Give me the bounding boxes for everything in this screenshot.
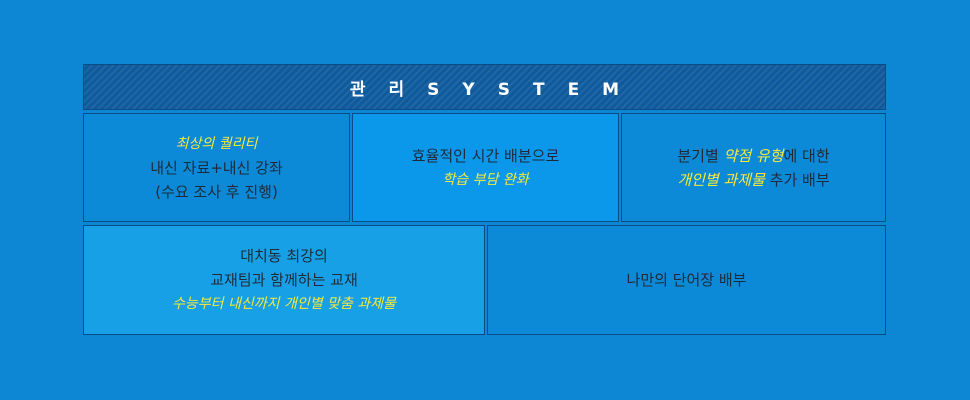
system-header: 관리SYSTEM <box>83 64 886 110</box>
feature-highlight: 최상의 퀄리티 <box>175 135 258 152</box>
feature-highlight: 개인별 과제물 <box>677 170 765 189</box>
feature-highlight: 약점 유형 <box>723 146 784 165</box>
text-segment: 추가 배부 <box>764 170 830 189</box>
feature-text: 내신 자료+내신 강좌 <box>150 158 283 177</box>
feature-textbook-team: 대치동 최강의 교재팀과 함께하는 교재 수능부터 내신까지 개인별 맞춤 과제… <box>83 225 485 335</box>
feature-text: 효율적인 시간 배분으로 <box>411 146 560 165</box>
feature-highlight: 학습 부담 완화 <box>442 171 529 188</box>
feature-text: (수요 조사 후 진행) <box>155 182 278 201</box>
text-segment: 에 대한 <box>783 146 830 165</box>
text-segment: 분기별 <box>677 146 724 165</box>
header-title: 관리SYSTEM <box>349 79 643 100</box>
feature-text-line: 개인별 과제물 추가 배부 <box>677 168 829 192</box>
feature-highlight: 수능부터 내신까지 개인별 맞춤 과제물 <box>172 296 396 312</box>
feature-quality-materials: 최상의 퀄리티 내신 자료+내신 강좌 (수요 조사 후 진행) <box>83 113 350 222</box>
feature-text: 대치동 최강의 <box>240 247 328 265</box>
feature-vocabulary-book: 나만의 단어장 배부 <box>487 225 886 335</box>
feature-text: 교재팀과 함께하는 교재 <box>210 271 358 289</box>
feature-text-line: 분기별 약점 유형에 대한 <box>677 144 829 168</box>
feature-time-management: 효율적인 시간 배분으로 학습 부담 완화 <box>352 113 619 222</box>
system-panel: 관리SYSTEM 최상의 퀄리티 내신 자료+내신 강좌 (수요 조사 후 진행… <box>83 64 886 335</box>
feature-text: 나만의 단어장 배부 <box>626 271 747 289</box>
feature-weakness-assignments: 분기별 약점 유형에 대한 개인별 과제물 추가 배부 <box>621 113 886 222</box>
